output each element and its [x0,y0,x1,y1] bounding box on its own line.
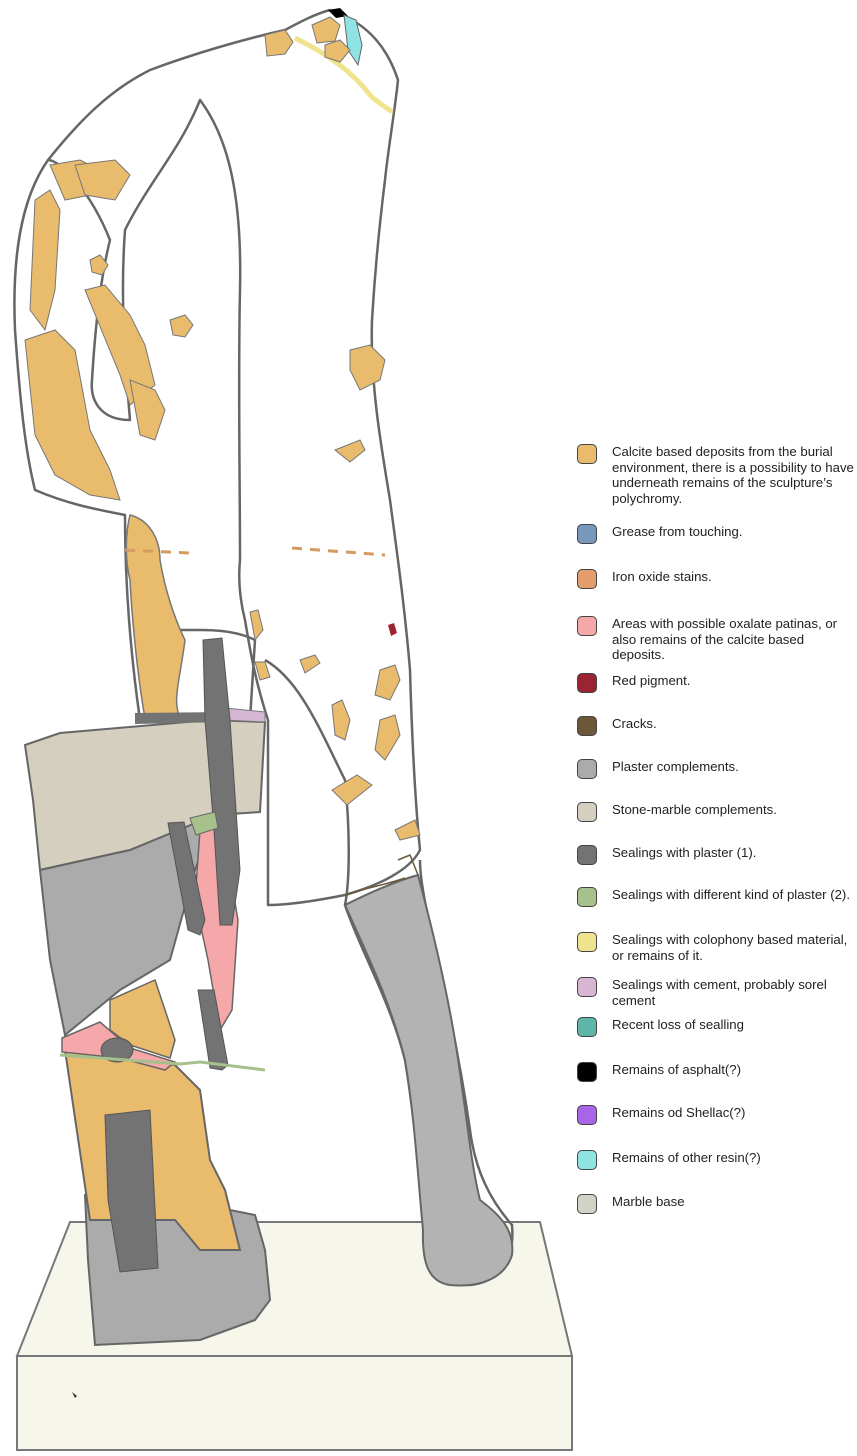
legend-label: Marble base [612,1194,857,1210]
legend-label: Remains od Shellac(?) [612,1105,857,1121]
legend-item-stone-marble: Stone-marble complements. [577,802,857,822]
legend-label: Cracks. [612,716,857,732]
swatch-oxalate [577,616,597,636]
swatch-colophony [577,932,597,952]
legend-label: Sealings with colophony based material, … [612,932,857,963]
swatch-iron-oxide [577,569,597,589]
swatch-plaster-complements [577,759,597,779]
swatch-marble-base [577,1194,597,1214]
legend-item-asphalt: Remains of asphalt(?) [577,1062,857,1082]
swatch-cracks [577,716,597,736]
legend-label: Sealings with different kind of plaster … [612,887,857,903]
legend-item-marble-base: Marble base [577,1194,857,1214]
swatch-asphalt [577,1062,597,1082]
legend-label: Remains of asphalt(?) [612,1062,857,1078]
legend-item-plaster-sealing-1: Sealings with plaster (1). [577,845,857,865]
legend-label: Sealings with plaster (1). [612,845,857,861]
legend-item-recent-loss: Recent loss of sealling [577,1017,857,1037]
swatch-shellac [577,1105,597,1125]
legend-item-plaster-sealing-2: Sealings with different kind of plaster … [577,887,857,907]
legend-item-oxalate: Areas with possible oxalate patinas, or … [577,616,857,663]
swatch-red-pigment [577,673,597,693]
legend-label: Grease from touching. [612,524,857,540]
legend-label: Areas with possible oxalate patinas, or … [612,616,857,663]
legend-item-plaster-complements: Plaster complements. [577,759,857,779]
swatch-grease [577,524,597,544]
swatch-plaster-sealing-2 [577,887,597,907]
legend-item-cement: Sealings with cement, probably sorel cem… [577,977,857,1008]
legend-label: Recent loss of sealling [612,1017,857,1033]
cement-sealing [225,708,265,722]
swatch-cement [577,977,597,997]
legend-label: Red pigment. [612,673,857,689]
legend-label: Remains of other resin(?) [612,1150,857,1166]
swatch-recent-loss [577,1017,597,1037]
legend-item-red-pigment: Red pigment. [577,673,857,693]
swatch-other-resin [577,1150,597,1170]
legend-item-iron-oxide: Iron oxide stains. [577,569,857,589]
legend-label: Stone-marble complements. [612,802,857,818]
swatch-stone-marble [577,802,597,822]
legend-item-cracks: Cracks. [577,716,857,736]
legend-label: Calcite based deposits from the burial e… [612,444,857,506]
swatch-plaster-sealing-1 [577,845,597,865]
legend-label: Iron oxide stains. [612,569,857,585]
legend-item-grease: Grease from touching. [577,524,857,544]
legend-label: Sealings with cement, probably sorel cem… [612,977,857,1008]
legend-item-other-resin: Remains of other resin(?) [577,1150,857,1170]
swatch-calcite [577,444,597,464]
legend-item-colophony: Sealings with colophony based material, … [577,932,857,963]
legend-label: Plaster complements. [612,759,857,775]
legend-item-calcite: Calcite based deposits from the burial e… [577,444,857,506]
legend-item-shellac: Remains od Shellac(?) [577,1105,857,1125]
